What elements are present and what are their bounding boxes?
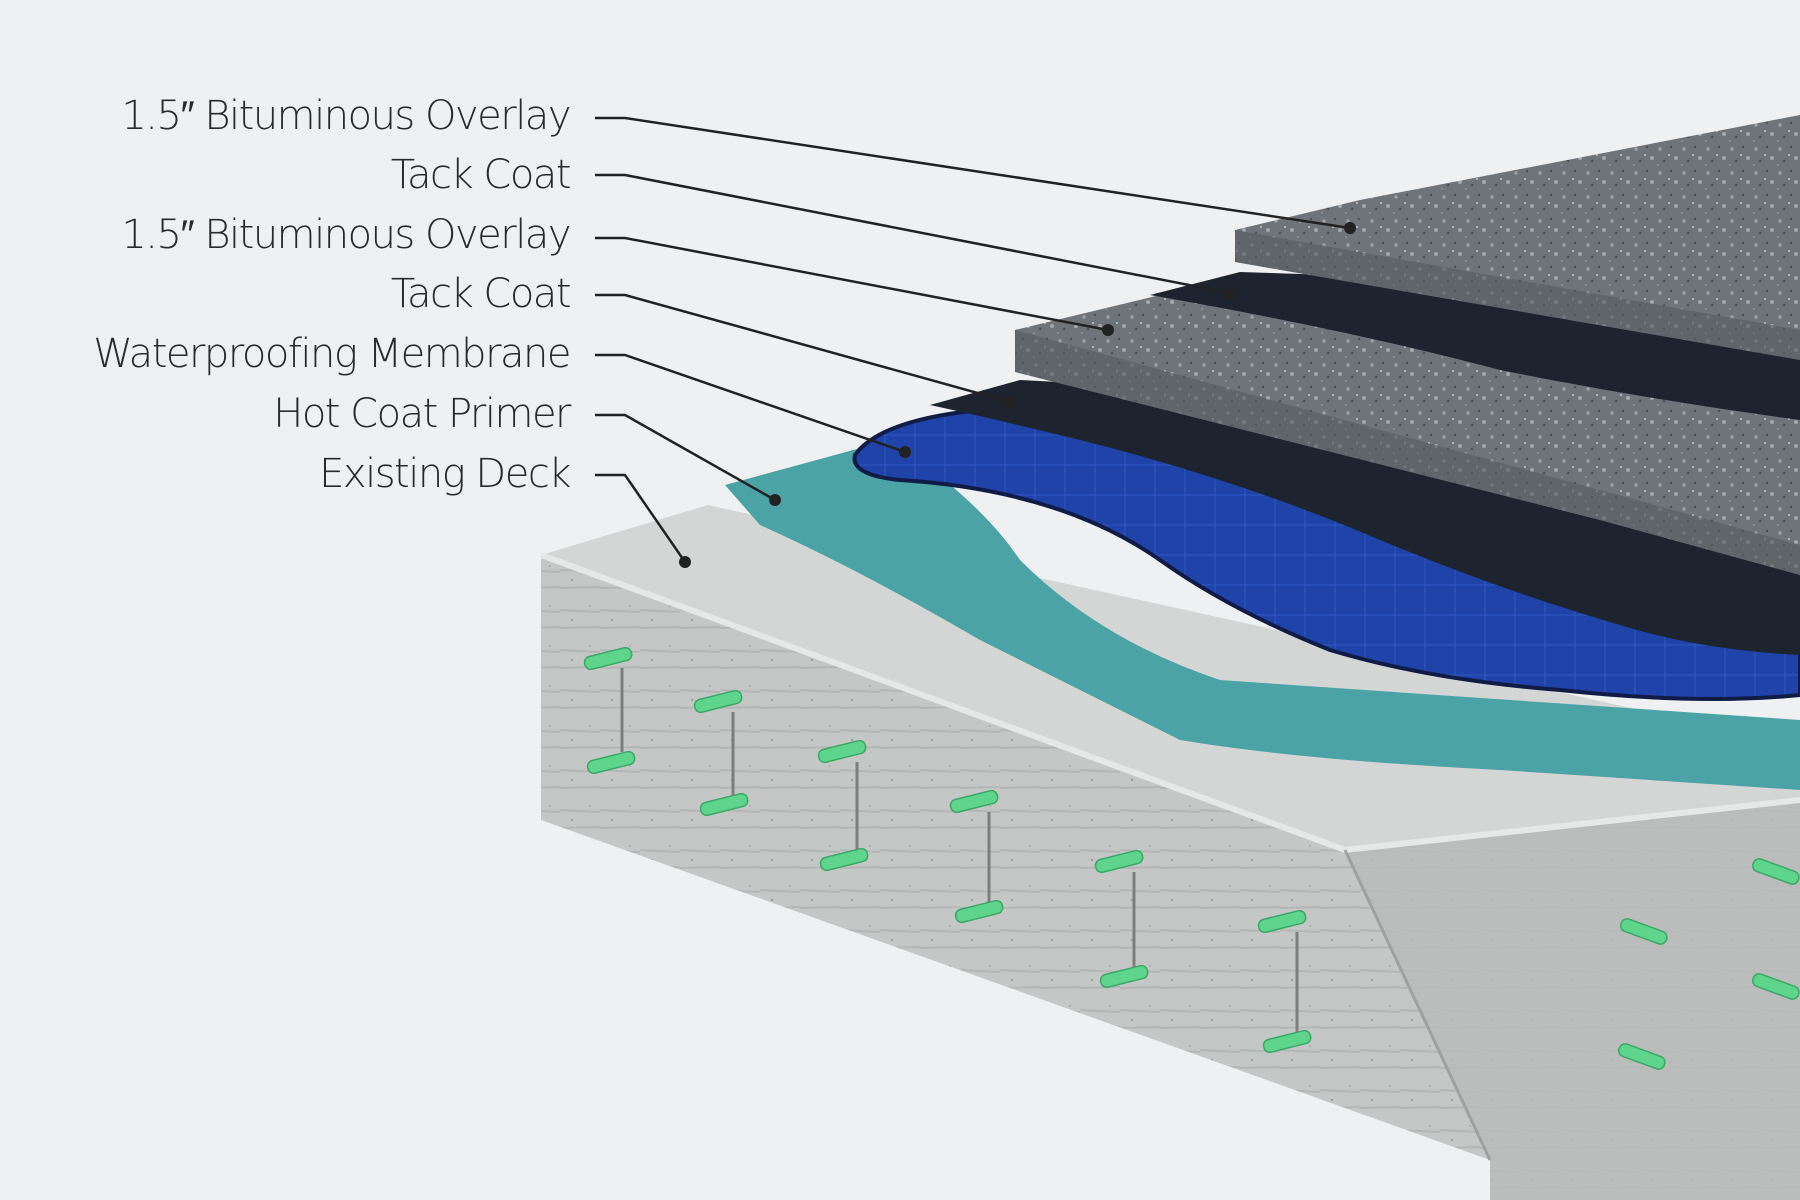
leader-line-lower-overlay — [595, 236, 1109, 332]
label-upper-bituminous-overlay: 1.5″ Bituminous Overlay — [121, 93, 571, 139]
label-lower-bituminous-overlay: 1.5″ Bituminous Overlay — [121, 212, 571, 258]
leader-line-membrane — [595, 353, 906, 454]
upper-bituminous-overlay-layer — [1235, 115, 1800, 360]
leader-dots — [679, 222, 1356, 568]
rebar-stems — [620, 668, 1299, 1032]
leader-line-primer — [595, 413, 776, 502]
leader-line-deck — [595, 473, 687, 563]
label-waterproofing-membrane: Waterproofing Membrane — [93, 331, 571, 377]
label-upper-tack-coat: Tack Coat — [390, 152, 572, 198]
label-hot-coat-primer: Hot Coat Primer — [273, 391, 571, 437]
leader-line-lower-tack — [595, 293, 1011, 404]
label-existing-deck: Existing Deck — [319, 451, 571, 497]
label-lower-tack-coat: Tack Coat — [390, 271, 572, 317]
hot-coat-primer-layer — [725, 440, 1800, 790]
rebar-group — [583, 646, 1800, 1070]
leader-lines — [595, 116, 1351, 563]
leader-line-upper-tack — [595, 173, 1231, 295]
leader-line-upper-overlay — [595, 116, 1351, 230]
